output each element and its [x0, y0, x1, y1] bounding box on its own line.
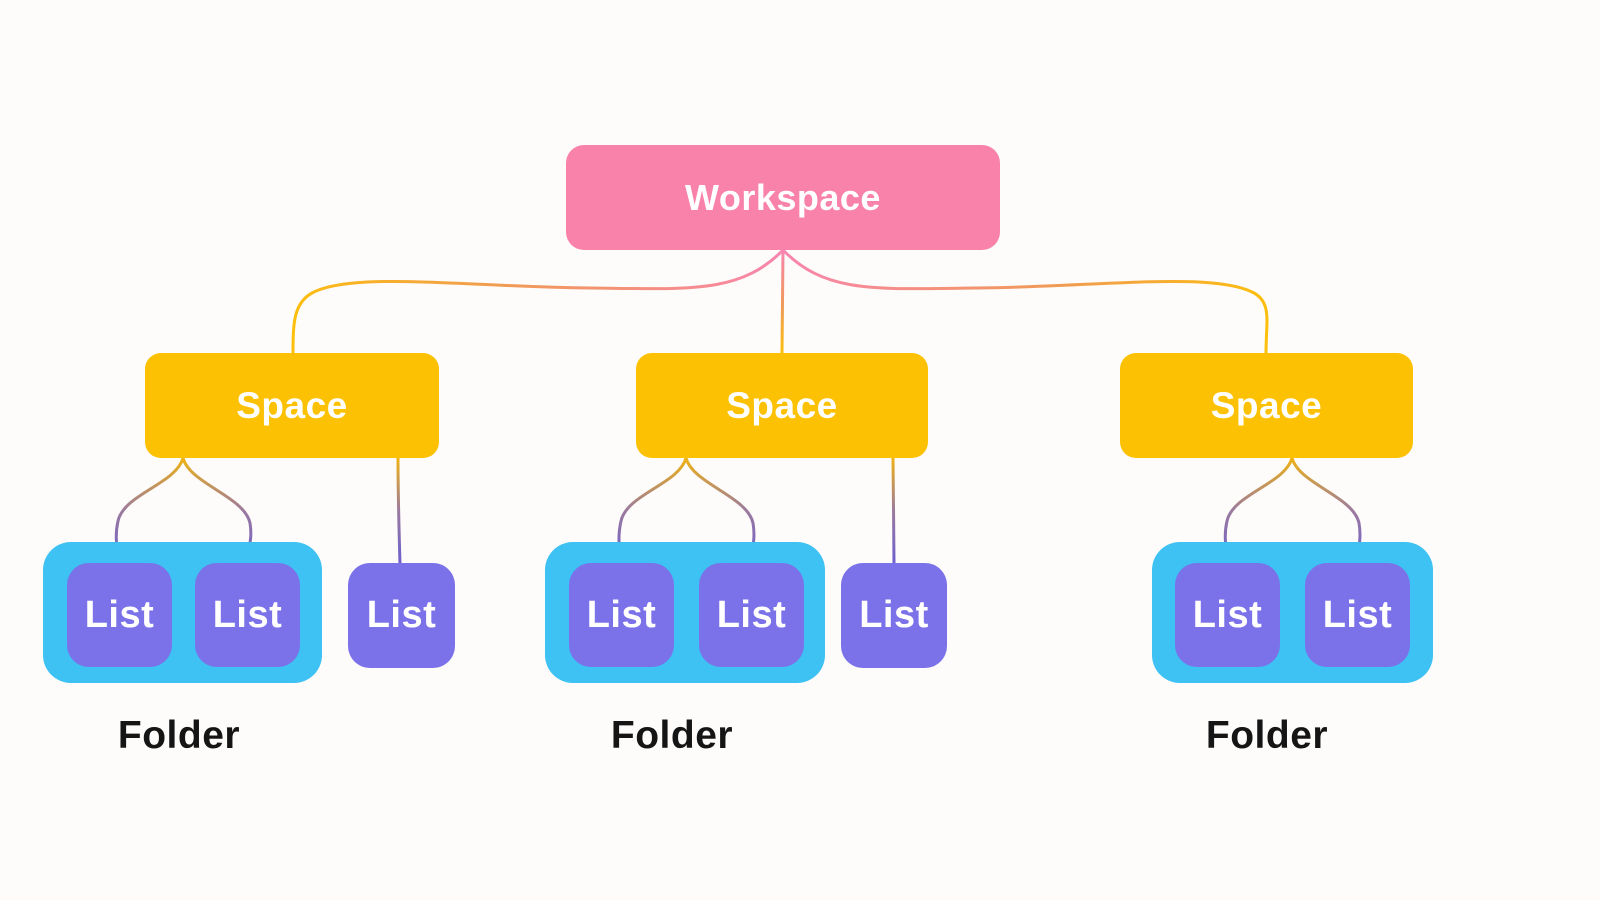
- list-label: List: [84, 593, 155, 636]
- space-node-1: Space: [145, 353, 439, 458]
- list-node: List: [569, 563, 674, 667]
- list-label: List: [586, 593, 657, 636]
- list-node-standalone: List: [841, 563, 947, 668]
- space-node-3: Space: [1120, 353, 1413, 458]
- folder-label-2: Folder: [610, 714, 734, 757]
- list-label: List: [1322, 593, 1393, 636]
- list-node: List: [1305, 563, 1410, 667]
- list-label: List: [366, 594, 437, 636]
- connector-space2-standalone-list: [891, 456, 896, 566]
- space-node-2: Space: [636, 353, 928, 458]
- list-node: List: [699, 563, 804, 667]
- connector-workspace-space-1: [291, 248, 785, 355]
- list-label: List: [1192, 593, 1263, 636]
- workspace-node: Workspace: [566, 145, 1000, 250]
- connector-workspace-space-3: [781, 248, 1269, 355]
- space-label: Space: [726, 384, 838, 426]
- list-label: List: [212, 593, 283, 636]
- connector-space1-standalone-list: [396, 456, 402, 566]
- connector-workspace-space-2: [780, 248, 785, 355]
- list-node: List: [1175, 563, 1280, 667]
- space-label: Space: [236, 384, 348, 426]
- folder-label-1: Folder: [117, 714, 241, 757]
- list-node: List: [67, 563, 172, 667]
- list-label: List: [859, 594, 929, 636]
- space-label: Space: [1210, 384, 1323, 426]
- folder-label-3: Folder: [1205, 714, 1329, 757]
- list-label: List: [716, 593, 787, 636]
- list-node: List: [195, 563, 300, 667]
- list-node-standalone: List: [348, 563, 455, 668]
- workspace-label: Workspace: [685, 176, 881, 218]
